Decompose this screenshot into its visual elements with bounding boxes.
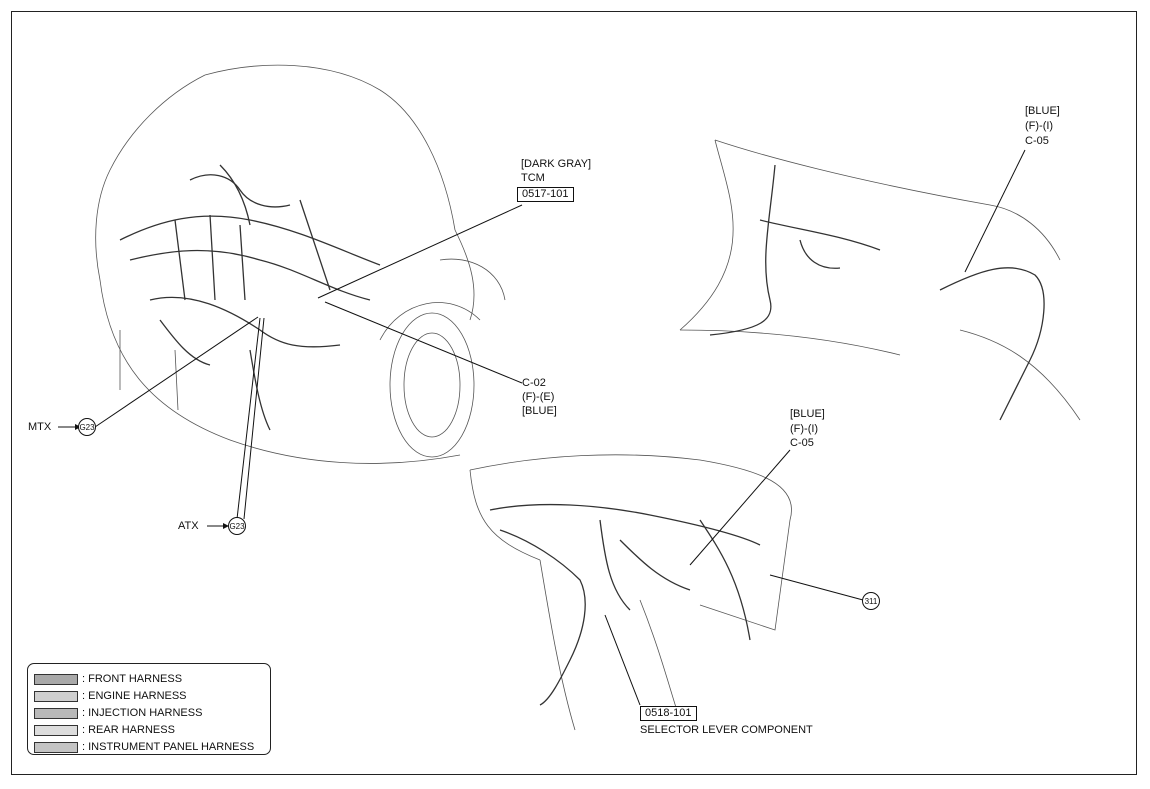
mtx-label: MTX: [28, 421, 52, 433]
c02-name-label: C-02: [522, 377, 546, 389]
selector-code-box: 0518-101: [640, 706, 697, 721]
legend-label-injection: : INJECTION HARNESS: [82, 707, 203, 719]
c02-fe-label: (F)-(E): [522, 391, 555, 403]
c05-mid-name-label: C-05: [790, 437, 814, 449]
tcm-name-label: TCM: [521, 172, 545, 184]
legend-label-instrument-panel: : INSTRUMENT PANEL HARNESS: [82, 741, 255, 753]
legend-swatch-rear: [34, 724, 78, 736]
legend-row-rear: : REAR HARNESS: [34, 723, 175, 737]
tcm-color-label: [DARK GRAY]: [521, 158, 592, 170]
rear-body-outline: [679, 139, 1081, 421]
legend-label-rear: : REAR HARNESS: [82, 724, 175, 736]
ground-g23-mtx: G23: [78, 418, 96, 436]
instrument-panel-harness-wires: [489, 503, 761, 706]
c05-top-name-label: C-05: [1025, 135, 1049, 147]
ground-311: 311: [862, 592, 880, 610]
diagram-frame: [11, 11, 1137, 775]
c05-mid-color-label: [BLUE]: [790, 408, 825, 420]
legend-row-injection: : INJECTION HARNESS: [34, 706, 202, 720]
legend-swatch-instrument-panel: [34, 741, 78, 753]
atx-label: ATX: [178, 520, 199, 532]
c05-top-color-label: [BLUE]: [1025, 105, 1060, 117]
c05-mid-fi-label: (F)-(I): [790, 423, 819, 435]
legend-row-instrument-panel: : INSTRUMENT PANEL HARNESS: [34, 740, 254, 754]
engine-harness-wires: [119, 164, 381, 431]
legend-label-engine: : ENGINE HARNESS: [82, 690, 187, 702]
c05-top-fi-label: (F)-(I): [1025, 120, 1054, 132]
car-outline: [95, 64, 506, 464]
legend-label-front: : FRONT HARNESS: [82, 673, 183, 685]
rear-harness-wires: [709, 164, 1045, 421]
ground-g23-atx: G23: [228, 517, 246, 535]
selector-name-label: SELECTOR LEVER COMPONENT: [640, 724, 813, 736]
legend-swatch-injection: [34, 707, 78, 719]
arrow-heads: [75, 424, 229, 529]
harness-legend: : FRONT HARNESS : ENGINE HARNESS : INJEC…: [27, 663, 271, 755]
instrument-panel-outline: [469, 454, 792, 731]
legend-swatch-engine: [34, 690, 78, 702]
legend-row-engine: : ENGINE HARNESS: [34, 689, 187, 703]
leader-lines: [58, 149, 1026, 706]
tcm-code-box: 0517-101: [517, 187, 574, 202]
c02-color-label: [BLUE]: [522, 405, 557, 417]
legend-swatch-front: [34, 673, 78, 685]
legend-row-front: : FRONT HARNESS: [34, 672, 182, 686]
